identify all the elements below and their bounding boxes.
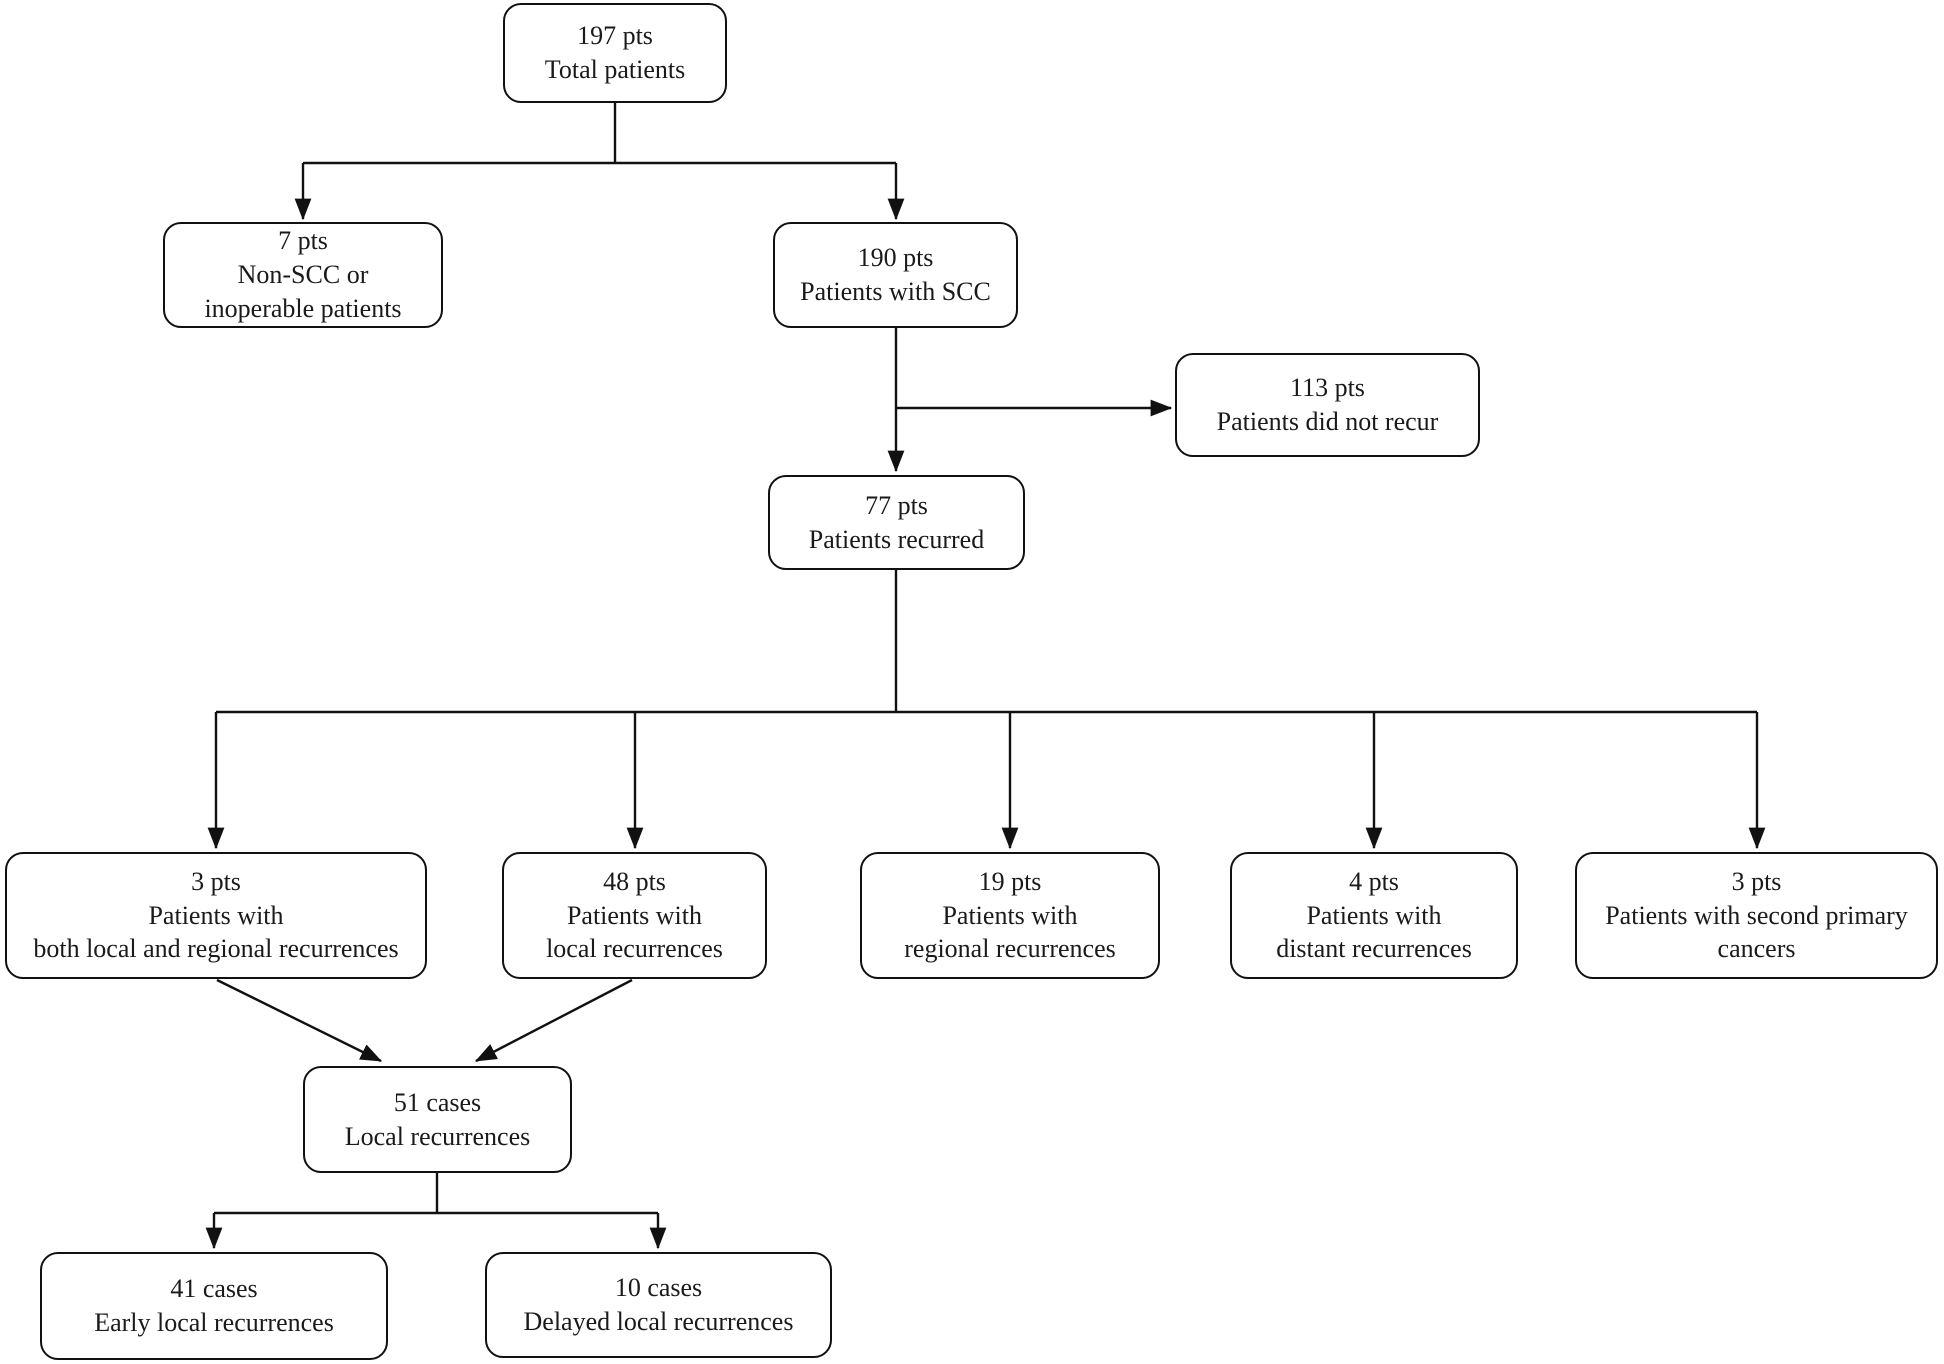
- connector-arrow-both-to-cases: [216, 978, 383, 1063]
- node-label: Patients with local recurrences: [546, 900, 723, 964]
- node-count: 51 cases: [393, 1087, 482, 1117]
- node-count: 113 pts: [1290, 373, 1365, 403]
- node-count: 190 pts: [857, 243, 934, 273]
- node-count: 7 pts: [278, 226, 328, 256]
- connector-arrow-local-to-cases: [474, 978, 633, 1063]
- node-count: 41 cases: [170, 1274, 258, 1304]
- node-count: 19 pts: [978, 866, 1042, 896]
- node-label: Patients with second primary cancers: [1605, 900, 1908, 964]
- node-patients-with-scc: 190 pts Patients with SCC: [773, 222, 1018, 328]
- node-count: 48 pts: [603, 866, 666, 896]
- node-total-patients: 197 pts Total patients: [503, 3, 727, 103]
- node-label: Patients with both local and regional re…: [33, 900, 399, 964]
- node-label: Patients did not recur: [1216, 407, 1439, 436]
- node-second-primary-cancers: 3 pts Patients with second primary cance…: [1575, 852, 1938, 979]
- node-local-recurrence-cases: 51 cases Local recurrences: [303, 1066, 572, 1173]
- node-regional-recurrences: 19 pts Patients with regional recurrence…: [860, 852, 1160, 979]
- node-early-local-recurrences: 41 cases Early local recurrences: [40, 1252, 388, 1360]
- node-count: 4 pts: [1349, 866, 1399, 896]
- node-label: Local recurrences: [344, 1121, 531, 1151]
- node-count: 197 pts: [577, 21, 653, 51]
- node-delayed-local-recurrences: 10 cases Delayed local recurrences: [485, 1252, 832, 1358]
- node-distant-recurrences: 4 pts Patients with distant recurrences: [1230, 852, 1518, 979]
- node-label: Delayed local recurrences: [523, 1307, 794, 1336]
- node-patients-recurred: 77 pts Patients recurred: [768, 475, 1025, 570]
- node-label: Patients with distant recurrences: [1276, 900, 1472, 964]
- node-non-scc-inoperable: 7 pts Non-SCC or inoperable patients: [163, 222, 443, 328]
- node-both-local-regional-recurrences: 3 pts Patients with both local and regio…: [5, 852, 427, 979]
- node-label: Patients with SCC: [800, 277, 991, 306]
- node-patients-did-not-recur: 113 pts Patients did not recur: [1175, 353, 1480, 457]
- node-count: 3 pts: [1731, 866, 1782, 896]
- node-label: Early local recurrences: [94, 1308, 334, 1337]
- node-count: 3 pts: [191, 866, 241, 896]
- node-count: 10 cases: [614, 1273, 703, 1303]
- node-label: Patients with regional recurrences: [904, 900, 1116, 964]
- node-count: 77 pts: [865, 490, 928, 520]
- node-label: Patients recurred: [808, 524, 985, 554]
- node-local-recurrences: 48 pts Patients with local recurrences: [502, 852, 767, 979]
- node-label: Total patients: [544, 55, 686, 84]
- node-label: Non-SCC or inoperable patients: [204, 260, 402, 323]
